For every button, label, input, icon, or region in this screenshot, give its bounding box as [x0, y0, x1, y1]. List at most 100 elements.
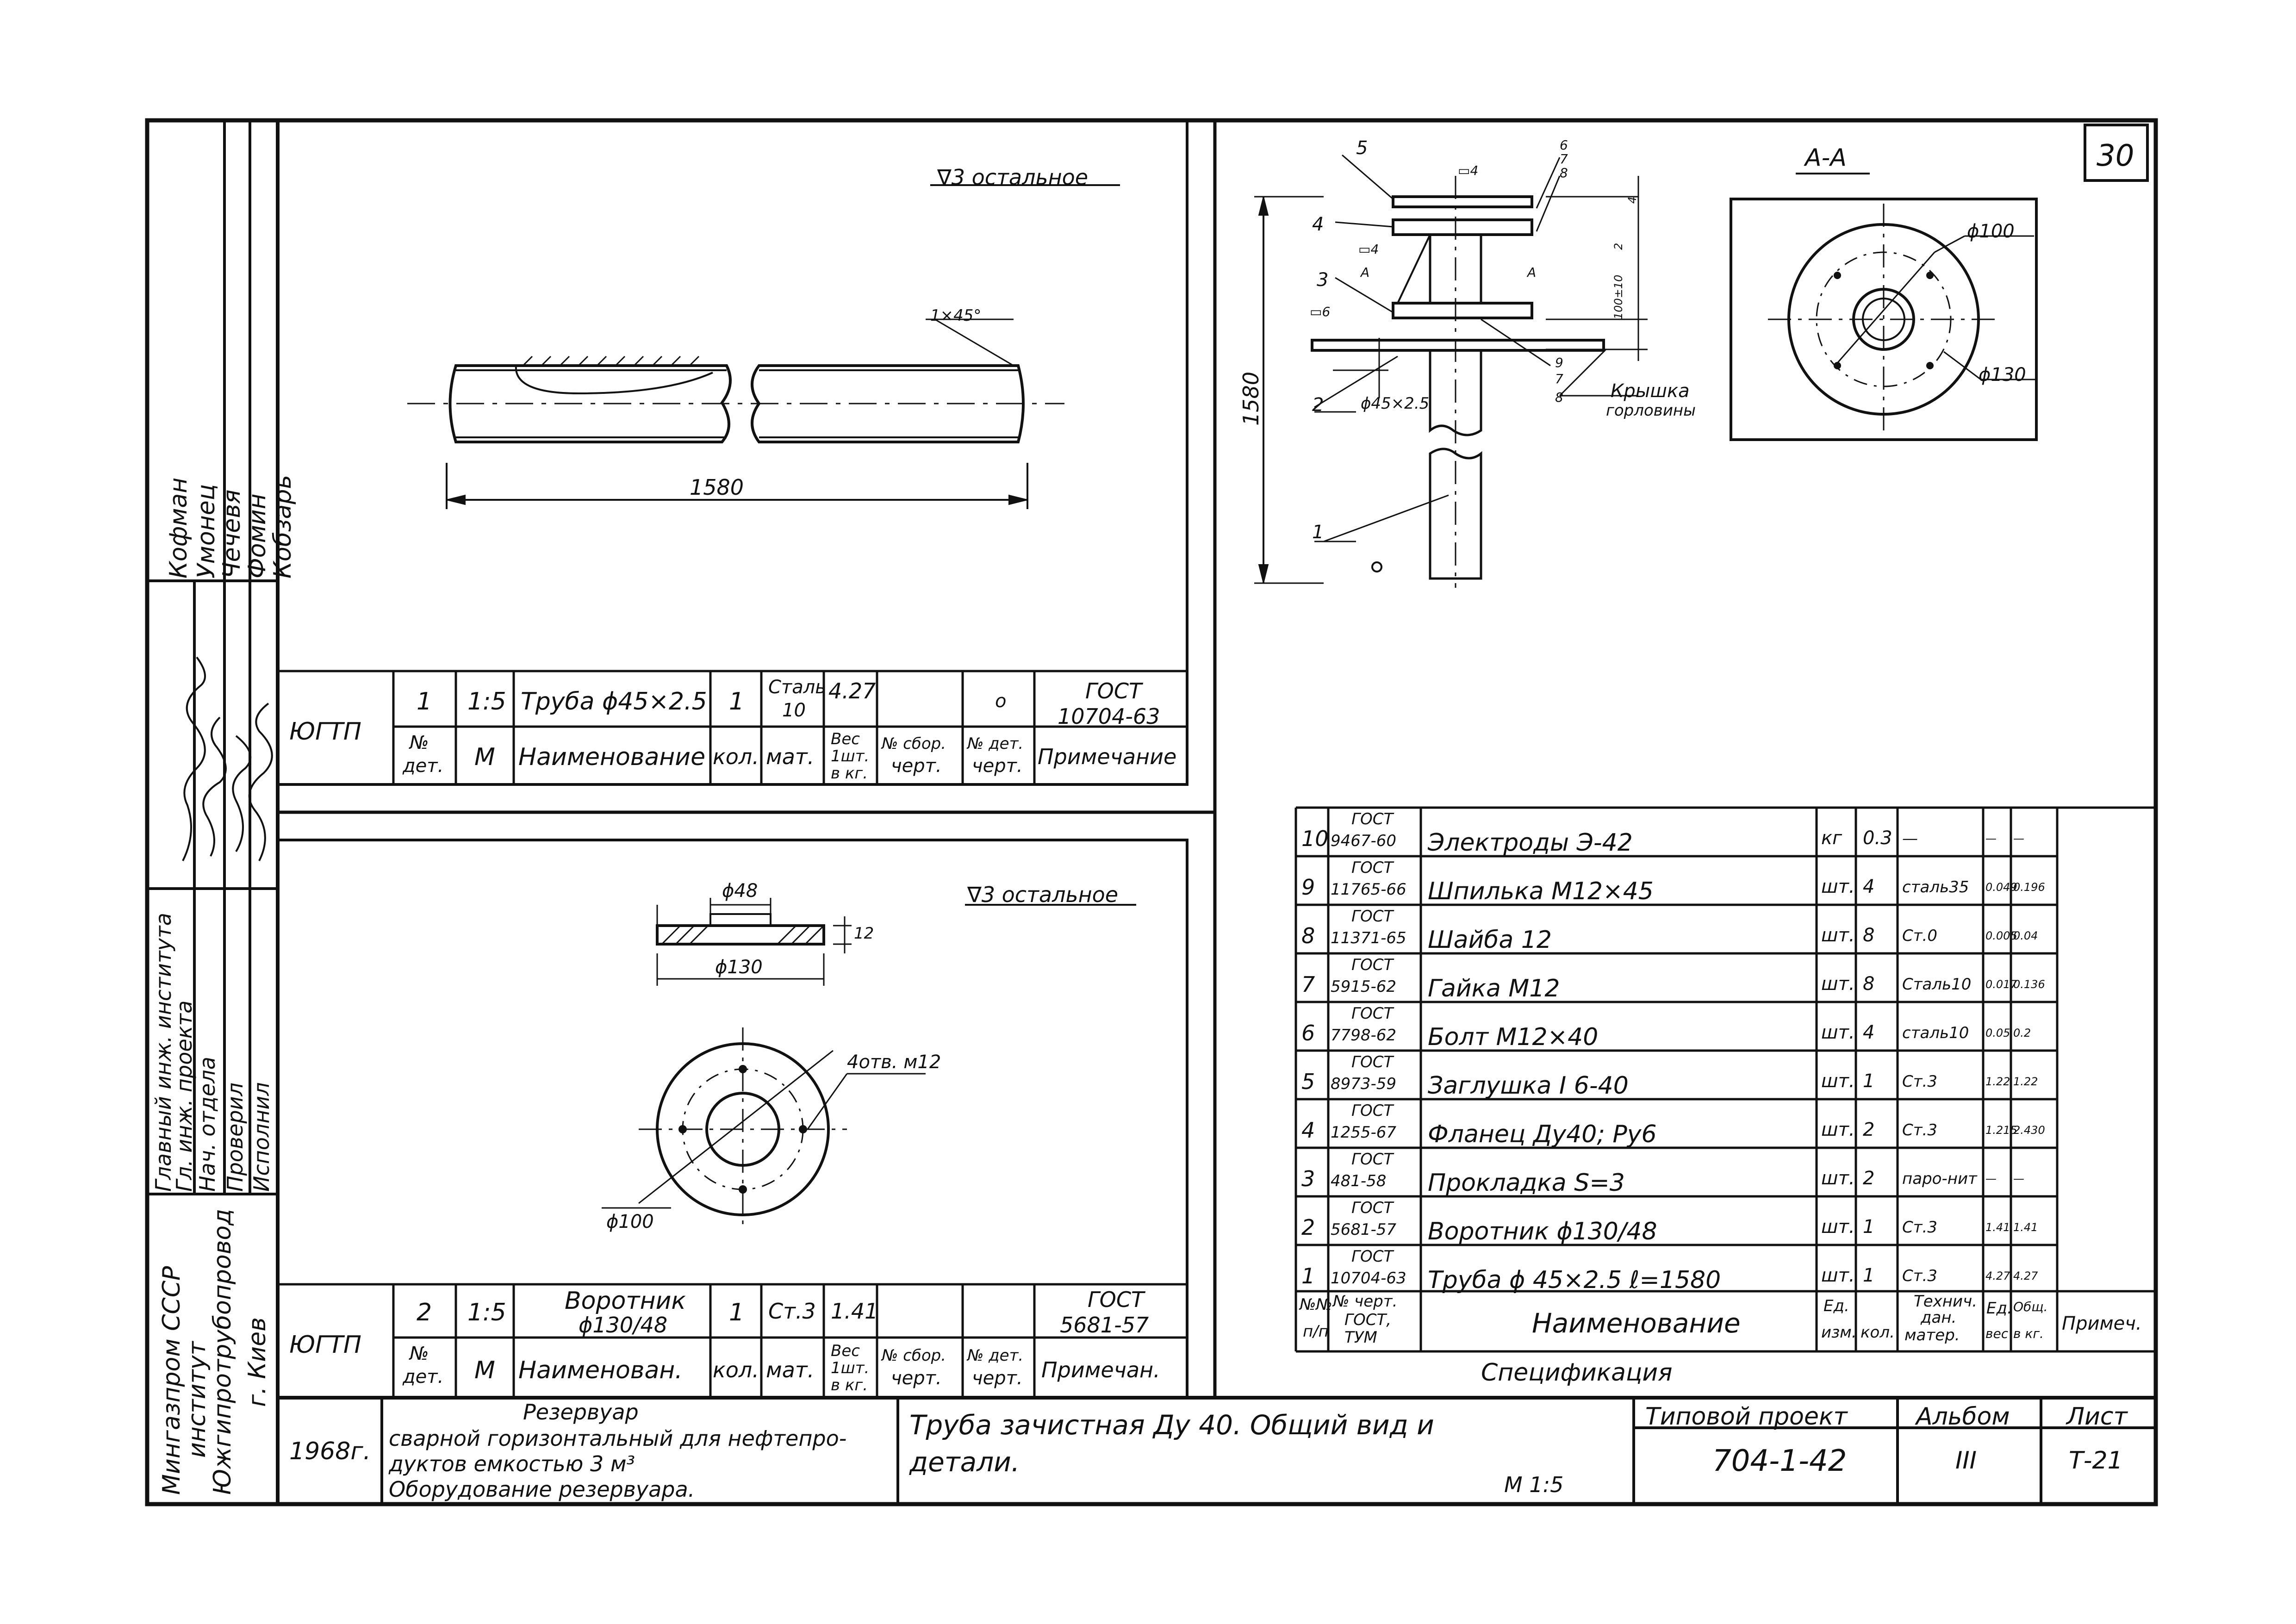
detail1-hdr-num-1: № — [410, 732, 429, 753]
title-scale: М 1:5 — [1504, 1472, 1564, 1497]
spec-hdr-note: Примеч. — [2062, 1313, 2142, 1334]
spec-cell-unit: кг — [1821, 828, 1842, 849]
spec-cell-name: Шайба 12 — [1428, 926, 1552, 954]
section-mark-right: А — [1527, 265, 1537, 280]
detail2-roughness: ∇3 остальное — [967, 882, 1119, 907]
callout-9: 9 — [1555, 355, 1563, 370]
stamp-role-2: Гл. инж. проекта — [172, 1000, 197, 1192]
spec-cell-mat: Ст.3 — [1902, 1218, 1937, 1237]
spec-cell-mat: паро-нит — [1902, 1170, 1977, 1188]
spec-cell-name: Электроды Э-42 — [1428, 829, 1633, 857]
detail2-weight: 1.41 — [831, 1299, 878, 1324]
lid-label-2: горловины — [1606, 401, 1696, 420]
spec-cell-n: 4 — [1301, 1118, 1315, 1143]
detail1-qty: 1 — [729, 688, 745, 716]
spec-cell-w2: 1.22 — [2013, 1075, 2038, 1088]
spec-cell-gost-label: ГОСТ — [1351, 907, 1394, 926]
spec-hdr-n-2: п/п — [1303, 1322, 1329, 1341]
detail2-qty: 1 — [729, 1299, 745, 1326]
detail2-hdr-scale: М — [474, 1356, 495, 1384]
spec-cell-w2: — — [2013, 1172, 2024, 1185]
detail1-roughness: ∇3 остальное — [937, 165, 1089, 190]
spec-cell-w2: 1.41 — [2013, 1221, 2038, 1234]
spec-cell-gost-number: 5681-57 — [1331, 1220, 1397, 1239]
title-left-line-3: дуктов емкостью 3 м³ — [389, 1451, 635, 1476]
spec-cell-gost-label: ГОСТ — [1351, 1150, 1394, 1169]
title-main-line-1: Труба зачистная Ду 40. Общий вид и — [909, 1409, 1434, 1441]
spec-cell-qty: 1 — [1863, 1265, 1875, 1286]
detail2-hdr-weight-2: 1шт. — [831, 1359, 870, 1377]
spec-hdr-w2-1: Общ. — [2013, 1299, 2048, 1314]
detail1-hdr-det-2: черт. — [972, 755, 1023, 777]
detail2-hdr-det-2: черт. — [972, 1368, 1023, 1389]
detail1-mat-bottom: 10 — [782, 700, 806, 721]
spec-cell-n: 7 — [1301, 972, 1315, 997]
detail2-num: 2 — [417, 1299, 432, 1326]
spec-cell-n: 10 — [1301, 826, 1329, 851]
stamp-org-line-3: Южгипротрубопровод — [209, 1208, 236, 1495]
spec-cell-gost-label: ГОСТ — [1351, 859, 1394, 877]
spec-hdr-mat-1: Технич. — [1914, 1292, 1978, 1311]
detail2-thickness: 12 — [854, 924, 874, 943]
spec-cell-mat: Ст.3 — [1902, 1072, 1937, 1091]
title-main-line-2: детали. — [909, 1446, 1020, 1478]
spec-title: Спецификация — [1481, 1359, 1673, 1387]
detail2-note-bottom: 5681-57 — [1060, 1313, 1149, 1338]
detail1-weight: 4.27 — [828, 678, 876, 703]
spec-hdr-qty: кол. — [1860, 1323, 1895, 1342]
callout-7-bottom: 7 — [1555, 371, 1563, 386]
detail2-hdr-weight-1: Вес — [831, 1342, 860, 1360]
detail2-hdr-mat: мат. — [766, 1357, 815, 1382]
spec-cell-gost-label: ГОСТ — [1351, 1101, 1394, 1120]
spec-cell-mat: Ст.3 — [1902, 1267, 1937, 1285]
stamp-role-5: Исполнил — [249, 1082, 274, 1192]
spec-hdr-unit-2: изм. — [1821, 1323, 1857, 1342]
stamp-name-1: Кофман — [165, 477, 193, 579]
spec-cell-unit: шт. — [1821, 1265, 1855, 1286]
stamp-org-line-2: институт — [183, 1341, 211, 1458]
detail1-hdr-name: Наименование — [518, 743, 706, 771]
weld-mark-3: ▭6 — [1310, 304, 1331, 319]
spec-cell-w2: 0.196 — [2013, 881, 2045, 894]
spec-cell-n: 6 — [1301, 1020, 1315, 1045]
spec-cell-gost-label: ГОСТ — [1351, 1004, 1394, 1023]
detail1-note-bottom: 10704-63 — [1058, 704, 1160, 729]
detail2-hdr-qty: кол. — [713, 1357, 759, 1382]
spec-cell-gost-label: ГОСТ — [1351, 1053, 1394, 1071]
spec-cell-gost-number: 5915-62 — [1331, 977, 1397, 996]
spec-cell-gost-number: 481-58 — [1331, 1172, 1387, 1190]
detail2-holes: 4отв. м12 — [847, 1052, 941, 1073]
spec-cell-w2: 2.430 — [2013, 1124, 2045, 1137]
callout-1: 1 — [1312, 522, 1324, 543]
spec-cell-qty: 2 — [1863, 1119, 1875, 1140]
detail1-mat-top: Сталь — [768, 677, 826, 698]
detail2-scale: 1:5 — [467, 1299, 506, 1326]
callout-5: 5 — [1356, 137, 1368, 159]
spec-cell-gost-label: ГОСТ — [1351, 1199, 1394, 1217]
spec-cell-unit: шт. — [1821, 1022, 1855, 1043]
spec-cell-w2: 0.2 — [2013, 1027, 2031, 1039]
title-year: 1968г. — [289, 1437, 371, 1465]
spec-cell-qty: 8 — [1863, 973, 1875, 995]
spec-cell-mat: сталь10 — [1902, 1024, 1969, 1042]
stamp-org-line-4: г. Киев — [243, 1317, 271, 1407]
stamp-name-4: Фомин — [243, 493, 271, 579]
callout-7-top: 7 — [1560, 151, 1568, 167]
detail1-hdr-asm-2: черт. — [891, 755, 942, 777]
spec-cell-name: Прокладка S=3 — [1428, 1169, 1625, 1197]
spec-cell-unit: шт. — [1821, 1070, 1855, 1092]
detail1-org: ЮГТП — [289, 718, 361, 746]
spec-cell-mat: Ст.3 — [1902, 1121, 1937, 1139]
detail1-num: 1 — [417, 688, 432, 716]
spec-hdr-mat-3: матер. — [1904, 1326, 1960, 1344]
spec-cell-unit: шт. — [1821, 1216, 1855, 1238]
spec-cell-mat: Сталь10 — [1902, 975, 1972, 994]
spec-cell-gost-label: ГОСТ — [1351, 1247, 1394, 1266]
section-mark-left: А — [1361, 265, 1370, 280]
spec-cell-qty: 1 — [1863, 1070, 1875, 1092]
section-dia-outer: ϕ130 — [1979, 364, 2026, 386]
spec-cell-n: 3 — [1301, 1166, 1315, 1191]
detail1-hdr-weight-1: Вес — [831, 730, 860, 748]
callout-8-top: 8 — [1560, 165, 1568, 180]
